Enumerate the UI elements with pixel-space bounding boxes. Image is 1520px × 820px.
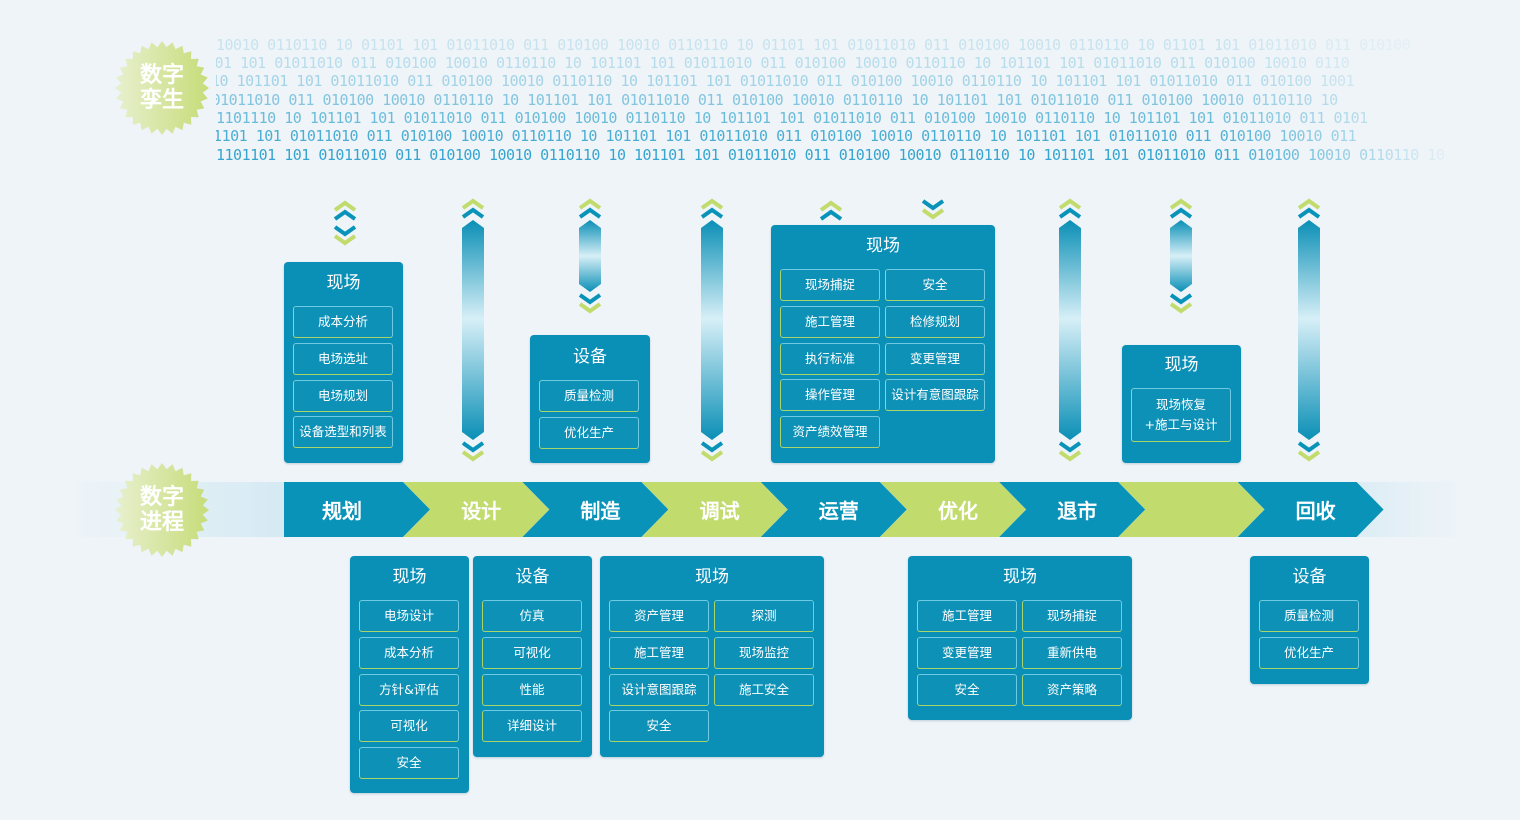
panel-item[interactable]: 可视化: [359, 710, 459, 743]
panel-item[interactable]: 性能: [482, 673, 582, 706]
chevron-up-icon: [699, 198, 725, 220]
connector-bar: [1170, 220, 1192, 292]
chevron-up-icon: [577, 198, 603, 220]
panel-item[interactable]: 现场恢复 +施工与设计: [1131, 388, 1231, 442]
connector-bar: [1298, 220, 1320, 440]
chevron-up-icon: [1168, 198, 1194, 220]
binary-row: 1101110 10 101101 101 01011010 011 01010…: [216, 109, 1368, 127]
panel-item[interactable]: 施工管理: [780, 305, 880, 338]
chevron-down-icon: [577, 292, 603, 314]
chevron-up-icon: [460, 198, 486, 220]
connector-bar: [579, 220, 601, 292]
panel-item[interactable]: 可视化: [482, 636, 582, 669]
badge-line: 进程: [139, 510, 184, 535]
panel-item[interactable]: 安全: [917, 673, 1017, 706]
chevron-up-icon: [818, 200, 844, 222]
panel-title: 现场: [392, 567, 427, 587]
panel-item[interactable]: 施工管理: [917, 600, 1017, 632]
panel-equipment: 设备质量检测优化生产: [530, 335, 650, 463]
panel-item[interactable]: 探测: [714, 600, 814, 632]
panel-title: 设备: [515, 567, 550, 587]
connector-bar: [1059, 220, 1081, 440]
panel-item[interactable]: 成本分析: [293, 306, 393, 338]
panel-item[interactable]: 现场捕捉: [1022, 600, 1122, 632]
binary-row: 10 101101 101 01011010 011 010100 10010 …: [216, 72, 1355, 90]
panel-item[interactable]: 资产绩效管理: [780, 416, 880, 449]
panel-item[interactable]: 方针&评估: [359, 673, 459, 706]
panel-title: 设备: [573, 347, 607, 367]
chevron-down-icon: [1057, 440, 1083, 462]
panel-title: 设备: [1292, 567, 1327, 587]
binary-row: 10010 0110110 10 01101 101 01011010 011 …: [216, 36, 1411, 54]
chevron-down-icon: [920, 198, 946, 220]
badge-line: 数字: [139, 485, 184, 510]
panel-title: 现场: [866, 236, 900, 256]
panel-title: 现场: [695, 567, 729, 587]
panel-item[interactable]: 重新供电: [1022, 636, 1122, 669]
panel-item[interactable]: 检修规划: [885, 305, 985, 338]
digital-twin-badge: 数字孪生: [114, 40, 210, 136]
chevron-down-icon: [1168, 292, 1194, 314]
starburst-icon: [115, 41, 209, 135]
panel-item[interactable]: 操作管理: [780, 379, 880, 412]
binary-row: 1101101 101 01011010 011 010100 10010 01…: [216, 146, 1445, 164]
badge-line: 数字: [139, 63, 184, 88]
panel-item[interactable]: 现场捕捉: [780, 269, 880, 301]
panel-item[interactable]: 安全: [359, 747, 459, 780]
chevron-down-icon: [332, 224, 358, 246]
panel-item[interactable]: 设计有意图跟踪: [885, 379, 985, 412]
binary-row: 101101 101 01011010 011 010100 10010 011…: [216, 127, 1357, 145]
stage-规划: 规划: [284, 482, 430, 537]
connector-bar: [701, 220, 723, 440]
panel-item[interactable]: 优化生产: [539, 416, 639, 449]
panel-item[interactable]: 成本分析: [359, 636, 459, 669]
panel-site: 现场现场恢复 +施工与设计: [1122, 345, 1241, 463]
digital-process-badge: 数字进程: [114, 462, 210, 558]
panel-title: 现场: [326, 273, 361, 293]
starburst-icon: [115, 463, 209, 557]
connector-bar: [462, 220, 484, 440]
chevron-up-icon: [1057, 198, 1083, 220]
panel-item[interactable]: 施工管理: [609, 636, 709, 669]
panel-title: 现场: [1164, 355, 1199, 375]
panel-site: 现场成本分析电场选址电场规划设备选型和列表: [284, 262, 403, 463]
panel-item[interactable]: 现场监控: [714, 636, 814, 669]
panel-item[interactable]: 资产管理: [609, 600, 709, 632]
panel-title: 现场: [1003, 567, 1037, 587]
panel-item[interactable]: 设备选型和列表: [293, 416, 393, 449]
panel-item[interactable]: 质量检测: [539, 380, 639, 412]
panel-item[interactable]: 电场设计: [359, 600, 459, 632]
chevron-down-icon: [1296, 440, 1322, 462]
panel-site: 现场资产管理探测施工管理现场监控设计意图跟踪施工安全安全: [600, 556, 824, 757]
panel-equipment: 设备仿真可视化性能详细设计: [473, 556, 592, 757]
panel-item[interactable]: 变更管理: [917, 636, 1017, 669]
panel-item[interactable]: 施工安全: [714, 673, 814, 706]
chevron-down-icon: [460, 440, 486, 462]
panel-site: 现场电场设计成本分析方针&评估可视化安全: [350, 556, 469, 793]
binary-row: 101 101 01011010 011 010100 10010 011011…: [216, 54, 1350, 72]
panel-item[interactable]: 设计意图跟踪: [609, 673, 709, 706]
panel-item[interactable]: 电场选址: [293, 342, 393, 375]
binary-row: 01 01011010 011 010100 10010 0110110 10 …: [216, 91, 1338, 109]
chevron-down-icon: [699, 440, 725, 462]
panel-item[interactable]: 仿真: [482, 600, 582, 632]
panel-item[interactable]: 安全: [885, 269, 985, 301]
chevron-up-icon: [332, 200, 358, 222]
panel-item[interactable]: 变更管理: [885, 342, 985, 375]
panel-item[interactable]: 电场规划: [293, 379, 393, 412]
panel-item[interactable]: 资产策略: [1022, 673, 1122, 706]
panel-site: 现场现场捕捉安全施工管理检修规划执行标准变更管理操作管理设计有意图跟踪资产绩效管…: [771, 225, 995, 463]
panel-item[interactable]: 优化生产: [1259, 636, 1359, 669]
panel-item[interactable]: 安全: [609, 710, 709, 743]
panel-item[interactable]: 质量检测: [1259, 600, 1359, 632]
chevron-up-icon: [1296, 198, 1322, 220]
panel-site: 现场施工管理现场捕捉变更管理重新供电安全资产策略: [908, 556, 1132, 720]
binary-code-background: 10010 0110110 10 01101 101 01011010 011 …: [216, 34, 1460, 164]
panel-equipment: 设备质量检测优化生产: [1250, 556, 1369, 684]
panel-item[interactable]: 执行标准: [780, 342, 880, 375]
badge-line: 孪生: [139, 88, 184, 113]
panel-item[interactable]: 详细设计: [482, 710, 582, 743]
